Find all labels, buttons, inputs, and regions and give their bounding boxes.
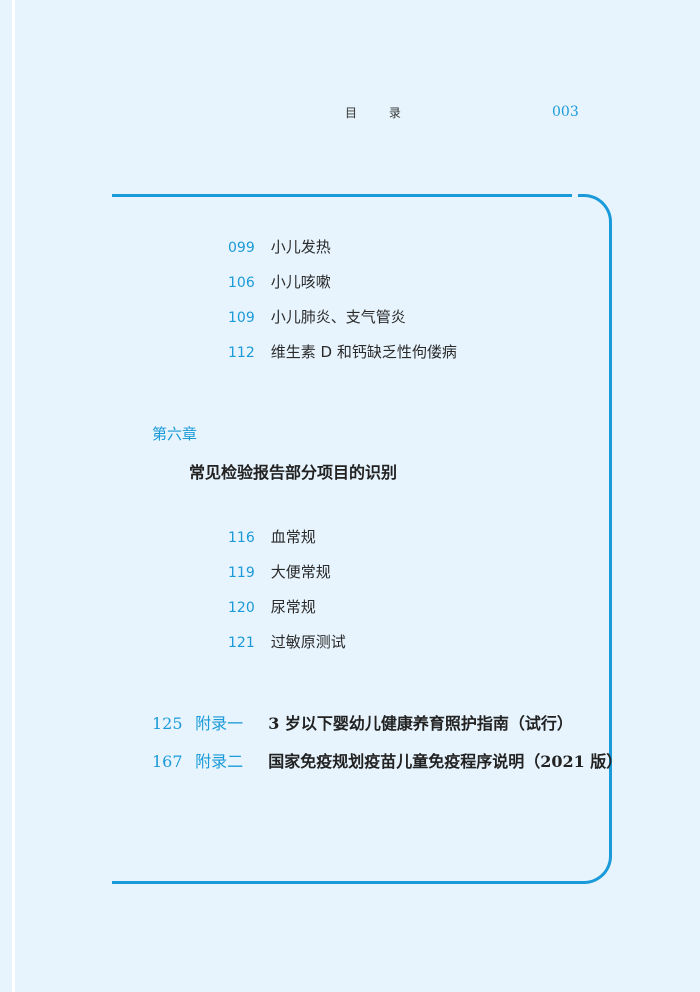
- toc-entry[interactable]: 112 维生素 D 和钙缺乏性佝偻病: [228, 341, 457, 363]
- appendix-page: 125: [152, 714, 183, 733]
- toc-entry[interactable]: 106 小儿咳嗽: [228, 271, 331, 293]
- frame-corner-bottom-right: [578, 850, 612, 884]
- toc-entry-title: 小儿咳嗽: [270, 273, 331, 291]
- toc-entry-page: 099: [228, 240, 255, 256]
- toc-entry-title: 小儿肺炎、支气管炎: [270, 308, 406, 326]
- frame-corner-top-right: [578, 194, 612, 228]
- appendix-label: 附录二: [195, 752, 244, 771]
- left-margin-rule: [12, 0, 15, 992]
- appendix-page: 167: [152, 752, 183, 771]
- chapter-label: 第六章: [152, 425, 198, 443]
- toc-entry-page: 106: [228, 275, 255, 291]
- toc-entry-page: 119: [228, 565, 255, 581]
- appendix-label: 附录一: [195, 714, 244, 733]
- frame-bottom-line: [112, 881, 582, 884]
- toc-entry[interactable]: 109 小儿肺炎、支气管炎: [228, 306, 406, 328]
- appendix-entry[interactable]: 125 附录一 3 岁以下婴幼儿健康养育照护指南（试行）: [152, 710, 573, 734]
- toc-entry-page: 112: [228, 345, 255, 361]
- toc-entry[interactable]: 121 过敏原测试: [228, 631, 346, 653]
- header-title: 目 录: [345, 106, 415, 120]
- toc-entry-page: 116: [228, 530, 255, 546]
- toc-entry[interactable]: 119 大便常规: [228, 561, 331, 583]
- toc-entry[interactable]: 116 血常规: [228, 526, 316, 548]
- appendix-title: 3 岁以下婴幼儿健康养育照护指南（试行）: [268, 714, 573, 733]
- toc-entry-title: 大便常规: [270, 563, 331, 581]
- toc-entry[interactable]: 120 尿常规: [228, 596, 316, 618]
- toc-entry-title: 维生素 D 和钙缺乏性佝偻病: [270, 343, 457, 361]
- frame-top-line: [112, 194, 572, 197]
- header-page-number: 003: [552, 104, 579, 120]
- toc-frame: [112, 194, 612, 884]
- toc-entry-title: 小儿发热: [270, 238, 331, 256]
- toc-entry-title: 血常规: [270, 528, 316, 546]
- toc-entry-page: 121: [228, 635, 255, 651]
- toc-entry-page: 109: [228, 310, 255, 326]
- appendix-title: 国家免疫规划疫苗儿童免疫程序说明（2021 版）: [268, 752, 623, 771]
- toc-entry[interactable]: 099 小儿发热: [228, 236, 331, 258]
- toc-entry-title: 尿常规: [270, 598, 316, 616]
- frame-right-line: [609, 224, 612, 854]
- appendix-entry[interactable]: 167 附录二 国家免疫规划疫苗儿童免疫程序说明（2021 版）: [152, 748, 622, 772]
- page-header: 目 录 003: [0, 104, 700, 128]
- chapter-title[interactable]: 常见检验报告部分项目的识别: [189, 463, 398, 482]
- toc-entry-page: 120: [228, 600, 255, 616]
- toc-entry-title: 过敏原测试: [270, 633, 346, 651]
